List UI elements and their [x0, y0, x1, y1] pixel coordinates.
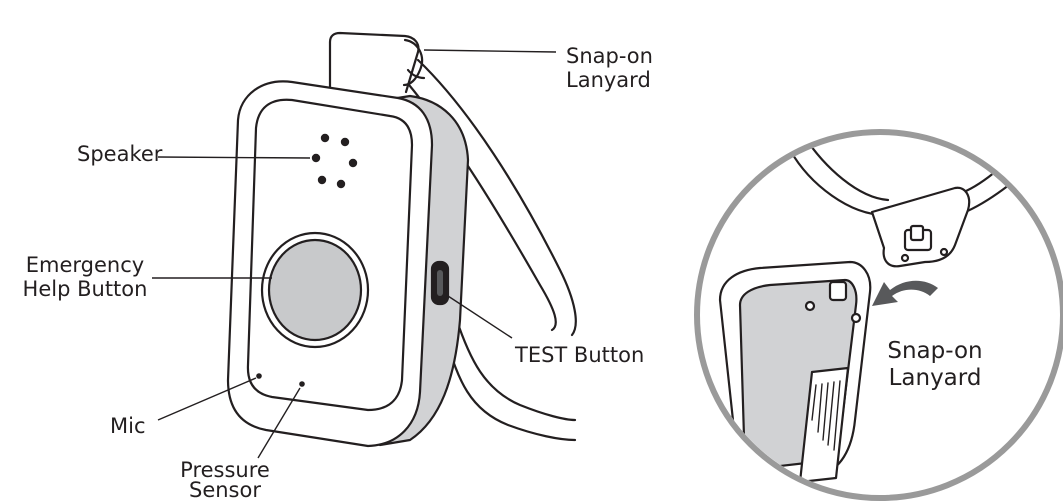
speaker-label: Speaker [77, 142, 163, 166]
speaker-holes [311, 133, 358, 189]
mic-hole [256, 373, 262, 379]
pressure-sensor-hole [299, 381, 305, 387]
snap-on-lanyard-inset-label: Snap-on Lanyard [887, 338, 983, 391]
leader-lines [152, 49, 557, 459]
inset-detail [694, 129, 1063, 501]
test-button-label: TEST Button [515, 343, 645, 367]
snap-arrow-icon [872, 280, 938, 306]
lanyard-clip [328, 31, 426, 94]
pressure-sensor-label: Pressure Sensor [180, 458, 270, 502]
emergency-help-button-shape [260, 231, 370, 349]
device-front-panel [246, 98, 414, 412]
emergency-help-button-label: Emergency Help Button [22, 253, 148, 301]
mic-label: Mic [110, 414, 146, 438]
snap-on-lanyard-top-label: Snap-on Lanyard [566, 44, 653, 92]
